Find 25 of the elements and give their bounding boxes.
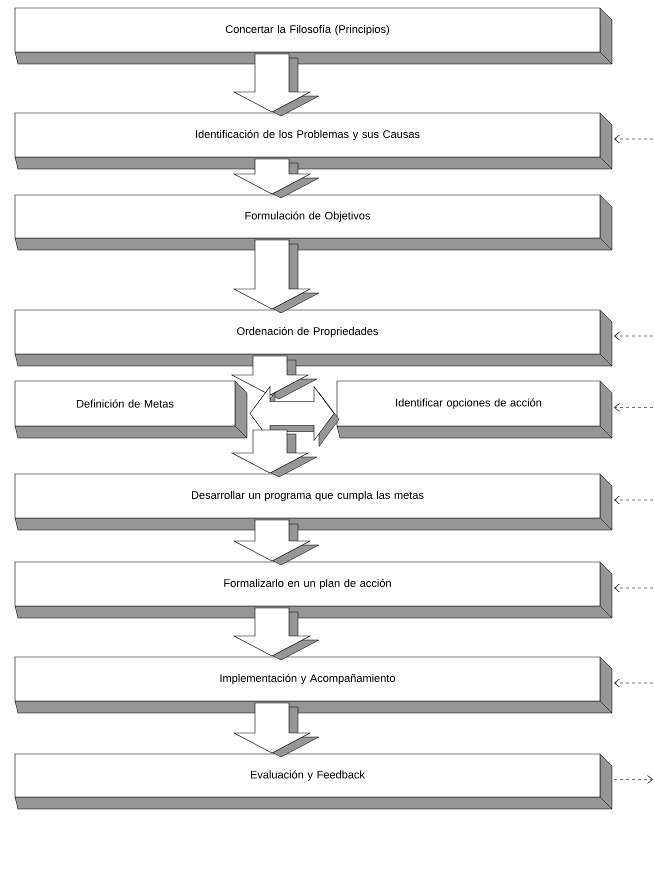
block-arrow [232, 240, 320, 314]
feedback-arrow [614, 403, 654, 412]
process-box: Identificar opciones de acción [336, 380, 612, 438]
block-arrow [230, 356, 318, 400]
process-box: Formalizarlo en un plan de acción [14, 562, 612, 618]
process-box: Desarrollar un programa que cumpla las metas [14, 474, 612, 530]
block-arrow [232, 702, 320, 758]
process-box: Formulación de Objetivos [14, 194, 612, 250]
feedback-arrow [614, 775, 653, 784]
process-box: Evaluación y Feedback [14, 754, 612, 810]
process-box: Ordenación de Propriedades [14, 310, 612, 366]
block-arrow [230, 430, 318, 478]
block-arrow [232, 520, 320, 566]
feedback-arrow [614, 584, 654, 592]
feedback-arrow [614, 134, 654, 144]
block-arrow [232, 54, 320, 116]
block-arrow [232, 608, 320, 660]
process-box: Implementación y Acompañamiento [14, 656, 612, 714]
process-box: Definición de Metas [14, 380, 248, 438]
feedback-arrow [614, 332, 654, 340]
block-arrow [232, 158, 320, 198]
feedback-arrow [614, 496, 654, 504]
process-box: Identificación de los Problemas y sus Causas [14, 112, 612, 170]
process-box: Concertar la Filosofía (Principios) [14, 8, 612, 64]
feedback-arrow [614, 678, 654, 688]
